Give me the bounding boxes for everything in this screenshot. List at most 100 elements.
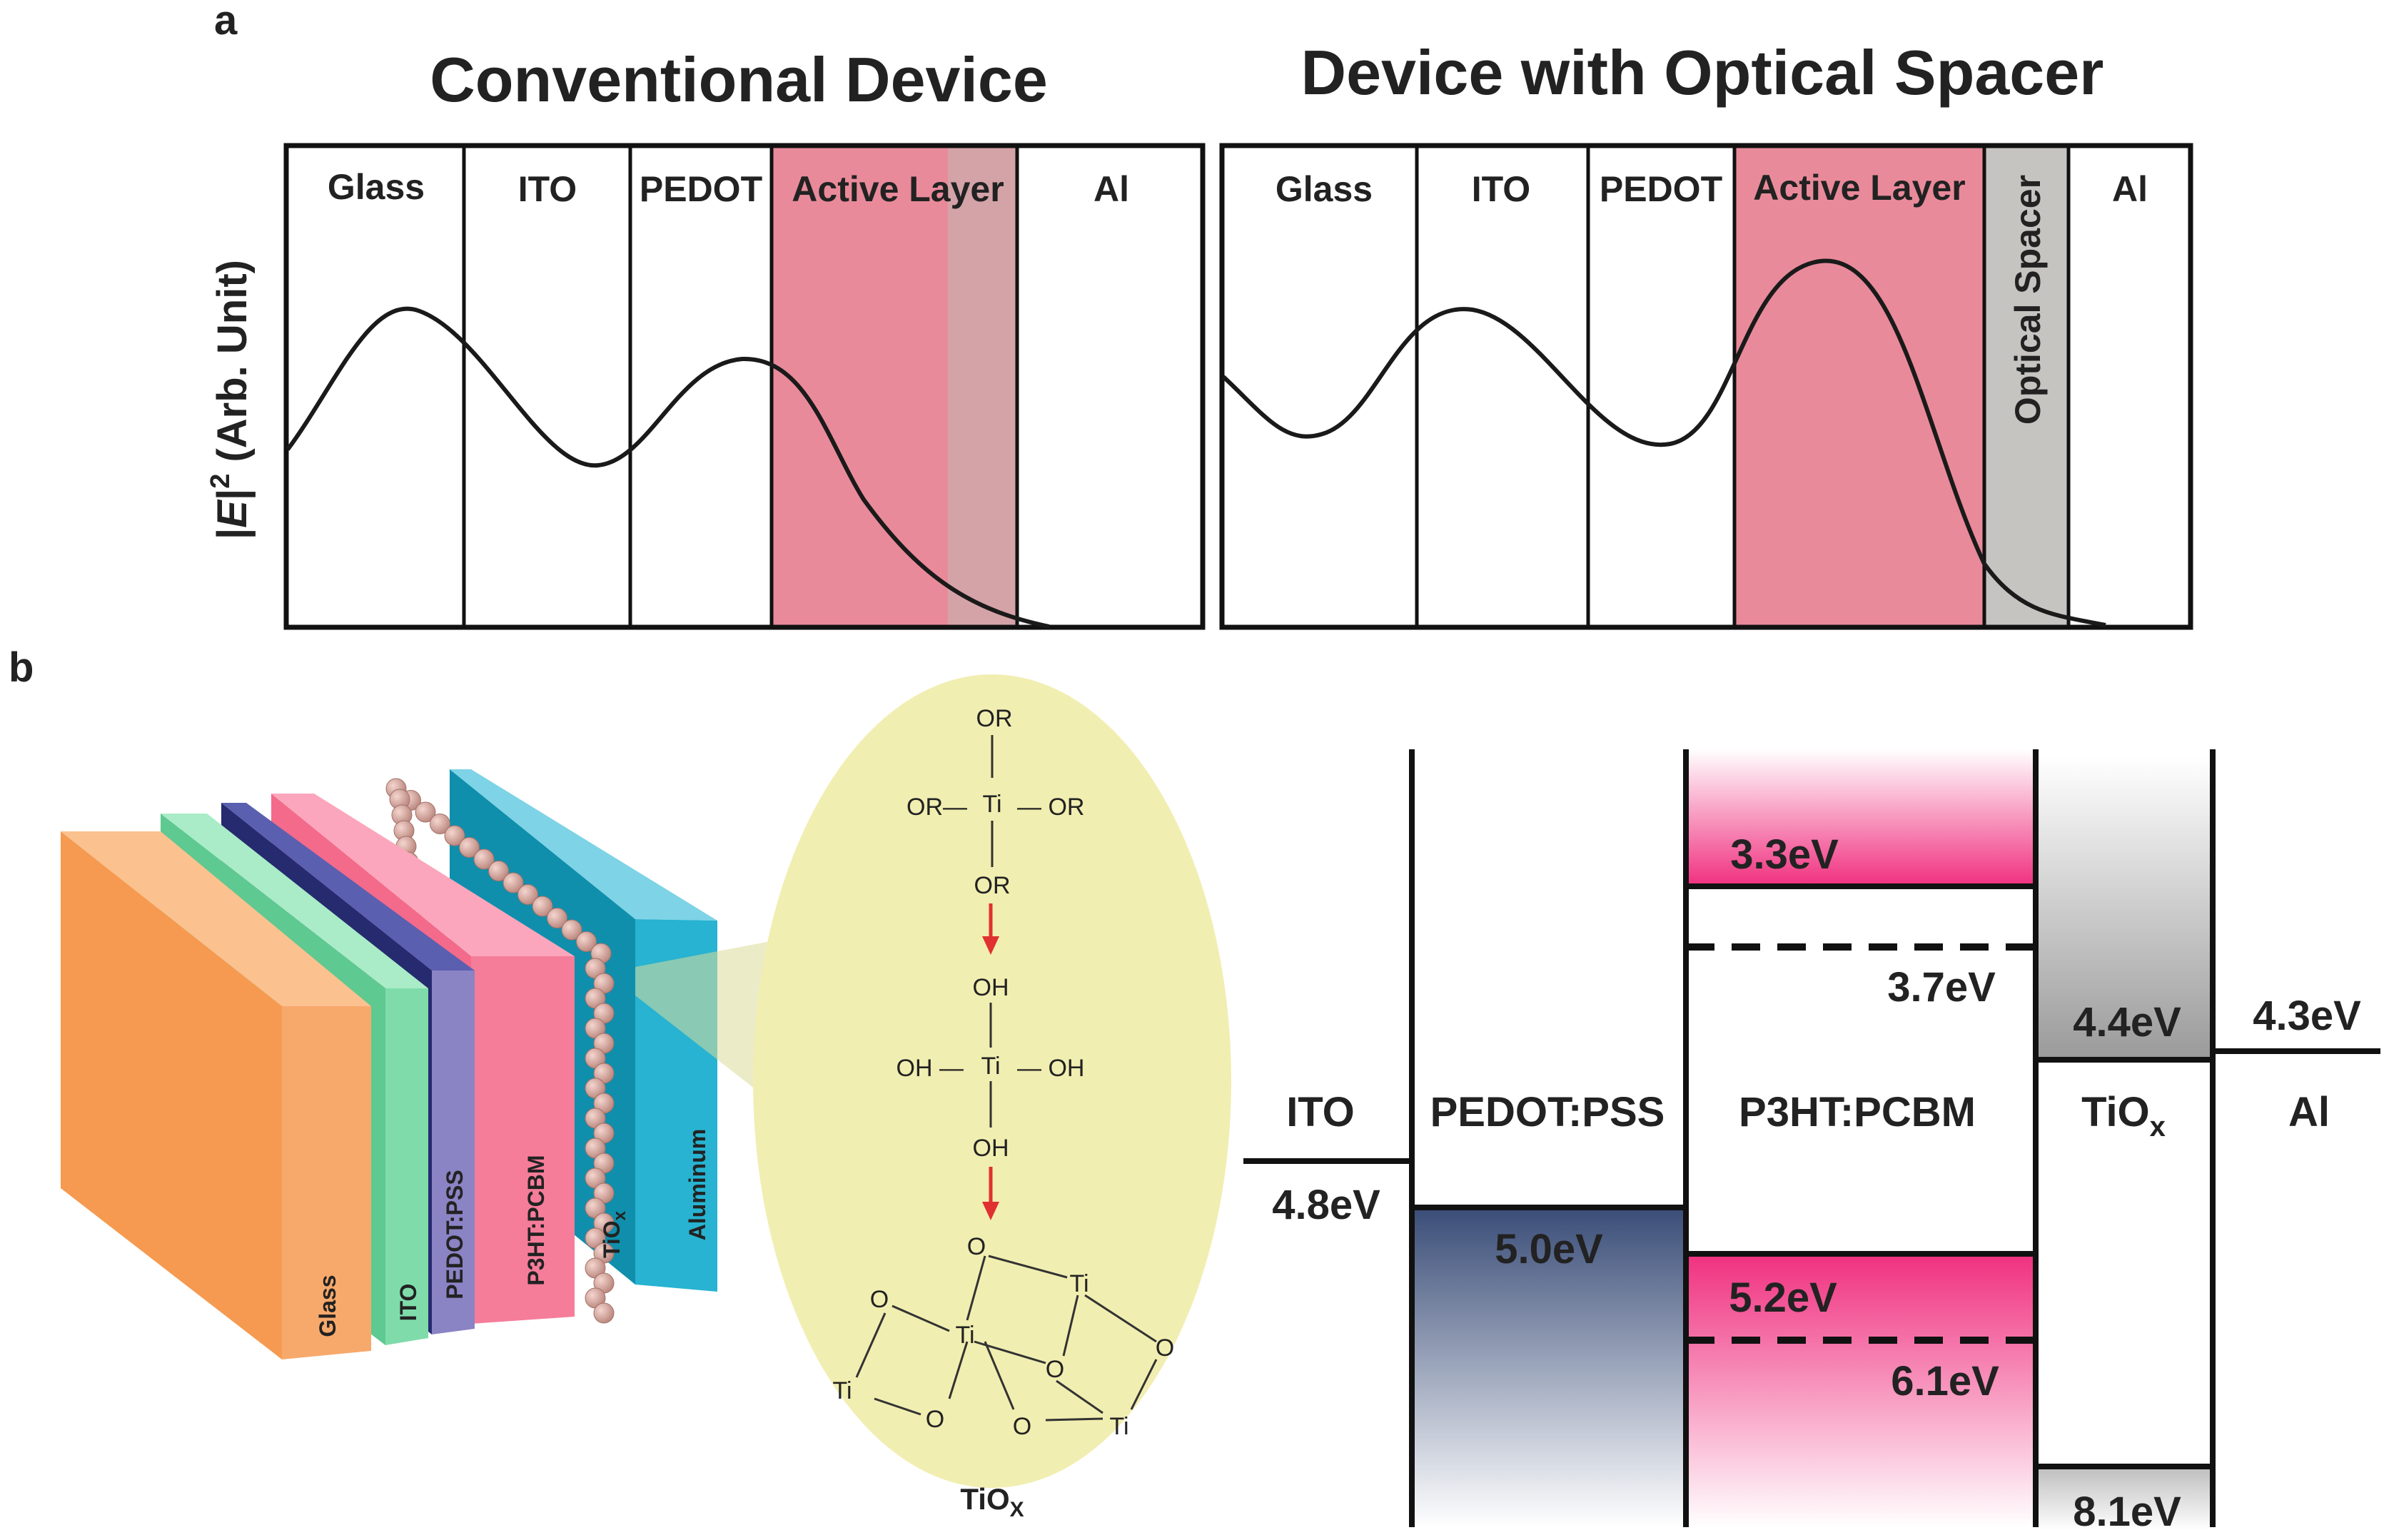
stack-label-tiox: TiOx: [599, 1210, 630, 1258]
field-curve: [1221, 258, 2106, 627]
tiox-bead: [532, 896, 553, 917]
molecule1-center: Ti: [982, 791, 1001, 818]
glass-layer-top: [61, 831, 371, 1006]
tiox-bead: [502, 872, 524, 893]
active-layer-overlap-fill: [948, 146, 1017, 627]
energy-pedot: 5.0eV: [1495, 1226, 1603, 1272]
layer-label-glass: Glass: [328, 167, 425, 207]
tiox-bead: [593, 1302, 615, 1324]
plot-frame: [283, 143, 1206, 630]
ito-layer-top: [161, 814, 428, 988]
plot-frame: [1219, 143, 2193, 630]
cluster-atom: O: [1046, 1356, 1064, 1383]
optical-spacer-fill: [1984, 146, 2069, 627]
cluster-atom: O: [926, 1406, 944, 1433]
molecule1-top: OR: [976, 705, 1013, 732]
stack-label-aluminum: Aluminum: [685, 1129, 710, 1240]
energy-al: 4.3eV: [2253, 993, 2361, 1039]
tiox-bead: [547, 908, 567, 928]
p3ht-homo-fill: [1686, 1254, 2036, 1527]
cluster-atom: Ti: [1069, 1270, 1089, 1297]
energy-p3ht-homo: 5.2eV: [1729, 1275, 1837, 1321]
cluster-atom: O: [967, 1233, 986, 1260]
stack-label-pedot: PEDOT:PSS: [442, 1170, 468, 1299]
energy-pcbm-lumo: 3.7eV: [1887, 964, 1996, 1010]
column-label-pedot: PEDOT:PSS: [1430, 1089, 1665, 1135]
glass-layer-face: [282, 1006, 371, 1359]
molecule1-left: OR—: [906, 794, 967, 821]
tiox-beads: [385, 778, 615, 1324]
y-axis-label: |E|2 (Arb. Unit): [206, 260, 256, 539]
conventional-device-title: Conventional Device: [430, 44, 1048, 115]
tiox-bead: [576, 931, 597, 952]
reaction-arrow-icon: [982, 1167, 999, 1220]
molecule2-top: OH: [973, 974, 1009, 1001]
layer-label-active: Active Layer: [792, 169, 1004, 209]
tiox-bead: [444, 825, 465, 846]
tiox-chemistry-title: TiOX: [960, 1482, 1024, 1521]
layer-label-active: Active Layer: [1753, 168, 1965, 208]
panel-b-letter: b: [9, 644, 34, 691]
tiox-cb-fill: [2036, 756, 2213, 1060]
cluster-atom: Ti: [1109, 1413, 1128, 1440]
tiox-bead: [488, 861, 509, 881]
layer-label-al: Al: [2112, 169, 2148, 209]
stack-label-p3ht: P3HT:PCBM: [523, 1155, 549, 1285]
conventional-device-panel: Conventional Device Glass ITO PEDOT Acti…: [283, 44, 1206, 630]
tiox-bead: [415, 801, 436, 823]
p3ht-lumo-fill: [1686, 749, 2036, 886]
layer-label-pedot: PEDOT: [1600, 169, 1722, 209]
energy-p3ht-lumo: 3.3eV: [1730, 831, 1839, 878]
layer-label-ito: ITO: [1472, 169, 1530, 209]
energy-tiox-cb: 4.4eV: [2073, 999, 2181, 1045]
aluminum-layer-top: [450, 769, 717, 921]
zoom-cone: [635, 938, 785, 1110]
active-layer-fill: [1734, 146, 1984, 627]
chemistry-oval-background: [753, 674, 1231, 1488]
device-stack-illustration: Aluminum TiOx P3HT:PCBM PEDOT:PSS ITO Gl…: [61, 769, 785, 1359]
column-label-al: Al: [2288, 1089, 2330, 1135]
tiox-bead: [430, 814, 450, 834]
molecule2-center: Ti: [981, 1053, 1000, 1080]
field-curve: [286, 306, 1050, 629]
molecule1-right: — OR: [1017, 794, 1084, 821]
tiox-vb-fill: [2036, 1466, 2213, 1531]
tiox-bead: [459, 837, 480, 858]
cluster-atom: O: [1156, 1334, 1174, 1362]
cluster-atom: Ti: [832, 1377, 852, 1404]
layer-label-al: Al: [1093, 169, 1129, 209]
molecule1-bottom: OR: [974, 872, 1011, 899]
energy-pcbm-homo: 6.1eV: [1891, 1358, 1999, 1404]
p3ht-layer-top: [271, 794, 575, 956]
layer-label-optical-spacer: Optical Spacer: [2008, 175, 2048, 425]
pedot-layer-face: [432, 971, 475, 1334]
tiox-chemistry-oval: OR OR— Ti — OR OR OH OH — Ti — OH OH: [753, 674, 1231, 1521]
cluster-atom: O: [870, 1286, 889, 1313]
stack-label-ito: ITO: [395, 1284, 421, 1322]
layer-label-ito: ITO: [518, 169, 577, 209]
energy-tiox-vb: 8.1eV: [2073, 1489, 2181, 1535]
column-label-p3ht: P3HT:PCBM: [1739, 1089, 1976, 1135]
stack-label-glass: Glass: [315, 1275, 340, 1337]
p3ht-layer-face: [471, 956, 575, 1324]
cluster-atom: Ti: [955, 1322, 974, 1349]
pedot-level-fill: [1412, 1207, 1686, 1527]
energy-ito: 4.8eV: [1272, 1182, 1380, 1228]
layer-label-glass: Glass: [1276, 169, 1373, 209]
energy-level-diagram: ITO PEDOT:PSS P3HT:PCBM TiOx Al 4.8eV 5.…: [1243, 749, 2380, 1535]
glass-layer-side: [61, 831, 282, 1359]
molecule2-right: — OH: [1017, 1055, 1084, 1082]
reaction-arrow-icon: [982, 903, 999, 955]
molecule2-left: OH —: [896, 1055, 964, 1082]
ito-layer-face: [385, 988, 428, 1345]
pedot-layer-top: [221, 803, 475, 971]
tiox-cluster-bonds: [855, 1255, 1158, 1422]
optical-spacer-device-title: Device with Optical Spacer: [1301, 37, 2104, 108]
optical-spacer-device-panel: Device with Optical Spacer Glass ITO PED…: [1219, 37, 2193, 630]
tiox-bead: [517, 884, 538, 905]
column-label-ito: ITO: [1286, 1089, 1355, 1135]
molecule2-bottom: OH: [973, 1135, 1009, 1162]
tiox-bead: [473, 848, 495, 870]
